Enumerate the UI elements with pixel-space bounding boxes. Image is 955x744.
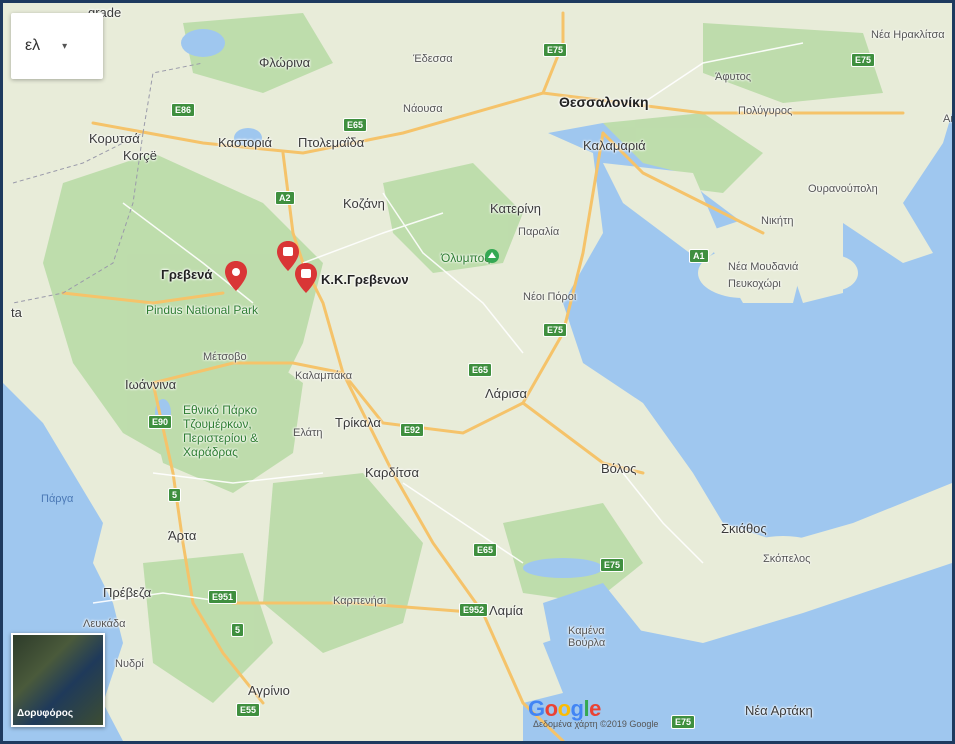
road-shield: E75 (543, 43, 568, 57)
city-label: Νέα Ηρακλίτσα (871, 29, 945, 41)
city-label: Παραλία (518, 226, 560, 238)
language-selector[interactable]: ελ ▾ (11, 13, 103, 79)
city-label: Korçë (123, 148, 157, 163)
road-shield: E65 (473, 543, 498, 557)
road-shield: E55 (236, 703, 261, 717)
city-label: Πάργα (41, 493, 74, 505)
city-label: Φλώρινα (259, 55, 311, 70)
city-label: Κορυτσά (89, 131, 140, 146)
city-label: Νέα Αρτάκη (745, 703, 813, 718)
city-label: Καστοριά (218, 135, 273, 150)
marker-label[interactable]: Κ.Κ.Γρεβενων (321, 272, 409, 287)
satellite-toggle-button[interactable]: Δορυφόρος (11, 633, 105, 727)
city-label: Καλαμπάκα (295, 370, 353, 382)
bus-pin-icon[interactable] (277, 241, 299, 271)
city-label: Θεσσαλονίκη (559, 94, 649, 110)
city-label: Σκόπελος (763, 553, 811, 565)
map-pin-icon[interactable] (225, 261, 247, 291)
city-label: Πευκοχώρι (728, 278, 781, 290)
city-label: Νέοι Πόροι (523, 291, 577, 303)
city-label: Ελάτη (293, 427, 323, 439)
road-shield: E952 (459, 603, 489, 617)
road-shield: 5 (231, 623, 245, 637)
google-logo: Google (528, 696, 601, 721)
city-label: Κατερίνη (490, 201, 541, 216)
city-label: Καμένα Βούρλα (568, 625, 606, 649)
city-label: Νέα Μουδανιά (728, 261, 799, 273)
city-label: Βόλος (601, 461, 637, 476)
city-label: Καρπενήσι (333, 595, 387, 607)
city-label: Σκιάθος (721, 521, 767, 536)
city-label: ta (11, 305, 22, 320)
road-shield: E65 (343, 118, 368, 132)
city-label: Πρέβεζα (103, 585, 152, 600)
road-shield: E90 (148, 415, 173, 429)
city-label: Αι (943, 113, 953, 125)
city-label: Καλαμαριά (583, 138, 646, 153)
city-label: Λευκάδα (83, 618, 126, 630)
city-label: Ιωάννινα (125, 377, 177, 392)
city-label: Νικήτη (761, 215, 794, 227)
city-label: Μέτσοβο (203, 351, 247, 363)
city-label: Αγρίνιο (248, 683, 290, 698)
road-shield: 5 (168, 488, 182, 502)
city-label: Πολύγυρος (738, 105, 793, 117)
city-label: Τρίκαλα (335, 415, 381, 430)
road-shield: E75 (543, 323, 568, 337)
city-label: Λαμία (489, 603, 524, 618)
satellite-label: Δορυφόρος (17, 708, 74, 719)
city-label: Νυδρί (115, 658, 144, 670)
park-label: Εθνικό Πάρκο Τζουμέρκων, Περιστερίου & Χ… (183, 403, 259, 459)
road-shield: E75 (600, 558, 625, 572)
road-shield: E75 (671, 715, 696, 729)
road-shield: A1 (689, 249, 709, 263)
city-label: Κοζάνη (343, 196, 385, 211)
city-label: Πτολεμαΐδα (298, 135, 365, 150)
city-label: Καρδίτσα (365, 465, 420, 480)
road-shield: A2 (275, 191, 295, 205)
city-label: Λάρισα (485, 386, 528, 401)
city-label: Άφυτος (715, 71, 752, 83)
bus-pin-icon[interactable] (295, 263, 317, 293)
road-shield: E65 (468, 363, 493, 377)
map-canvas[interactable] (3, 3, 952, 741)
map-attribution[interactable]: Δεδομένα χάρτη ©2019 Google (533, 719, 659, 729)
language-label: ελ (25, 37, 41, 54)
city-label: Νάουσα (403, 103, 443, 115)
chevron-down-icon: ▾ (62, 40, 68, 52)
road-shield: E951 (208, 590, 238, 604)
city-label: Άρτα (168, 528, 197, 543)
marker-label[interactable]: Γρεβενά (161, 267, 213, 282)
poi-label: Όλυμπος (441, 251, 491, 265)
city-label: Ουρανούπολη (808, 183, 878, 195)
park-icon (485, 249, 499, 263)
road-shield: E86 (171, 103, 196, 117)
city-label: Έδεσσα (413, 53, 453, 65)
road-shield: E92 (400, 423, 425, 437)
road-shield: E75 (851, 53, 876, 67)
park-label: Pindus National Park (145, 303, 259, 317)
